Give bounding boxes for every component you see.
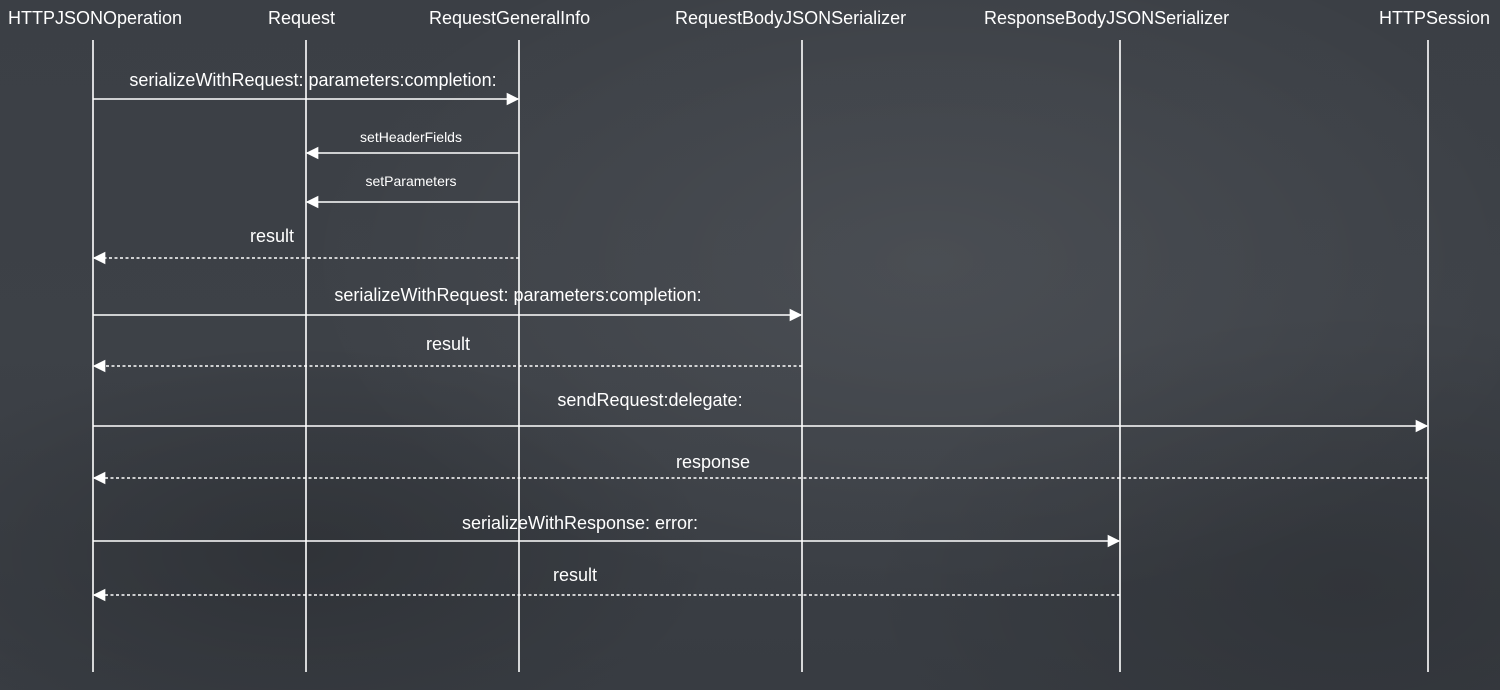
participant-httpjsonoperation: HTTPJSONOperation — [8, 8, 183, 28]
message-label: sendRequest:delegate: — [557, 390, 743, 410]
message-label: setParameters — [365, 173, 457, 189]
message-label: result — [249, 226, 295, 246]
message-label: serializeWithResponse: error: — [461, 513, 699, 533]
message-label: result — [552, 565, 598, 585]
message-label: result — [425, 334, 471, 354]
participant-httpsession: HTTPSession — [1378, 8, 1490, 28]
message-label: serializeWithRequest: parameters:complet… — [334, 285, 702, 305]
participant-request: Request — [268, 8, 336, 28]
participant-requestgeneralinfo: RequestGeneralInfo — [429, 8, 591, 28]
participant-requestbodyjsonserializer: RequestBodyJSONSerializer — [675, 8, 907, 28]
message-label: serializeWithRequest: parameters:complet… — [129, 70, 497, 90]
participant-responsebodyjsonserializer: ResponseBodyJSONSerializer — [984, 8, 1230, 28]
message-label: setHeaderFields — [360, 129, 462, 145]
message-label: response — [675, 452, 751, 472]
